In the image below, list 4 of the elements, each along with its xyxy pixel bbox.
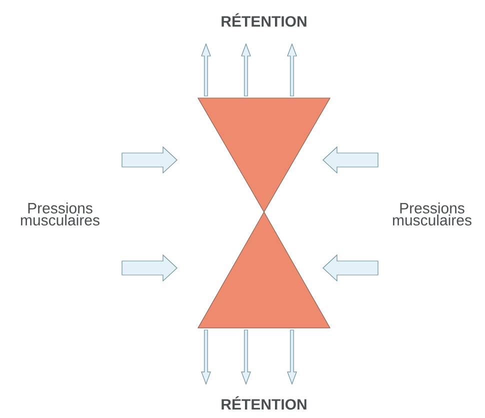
heading: RÉTENTION	[222, 396, 306, 410]
side-label: Pressions musculaires	[20, 202, 100, 226]
heading: RÉTENTION	[222, 13, 306, 27]
side-label: Pressions musculaires	[392, 202, 472, 226]
